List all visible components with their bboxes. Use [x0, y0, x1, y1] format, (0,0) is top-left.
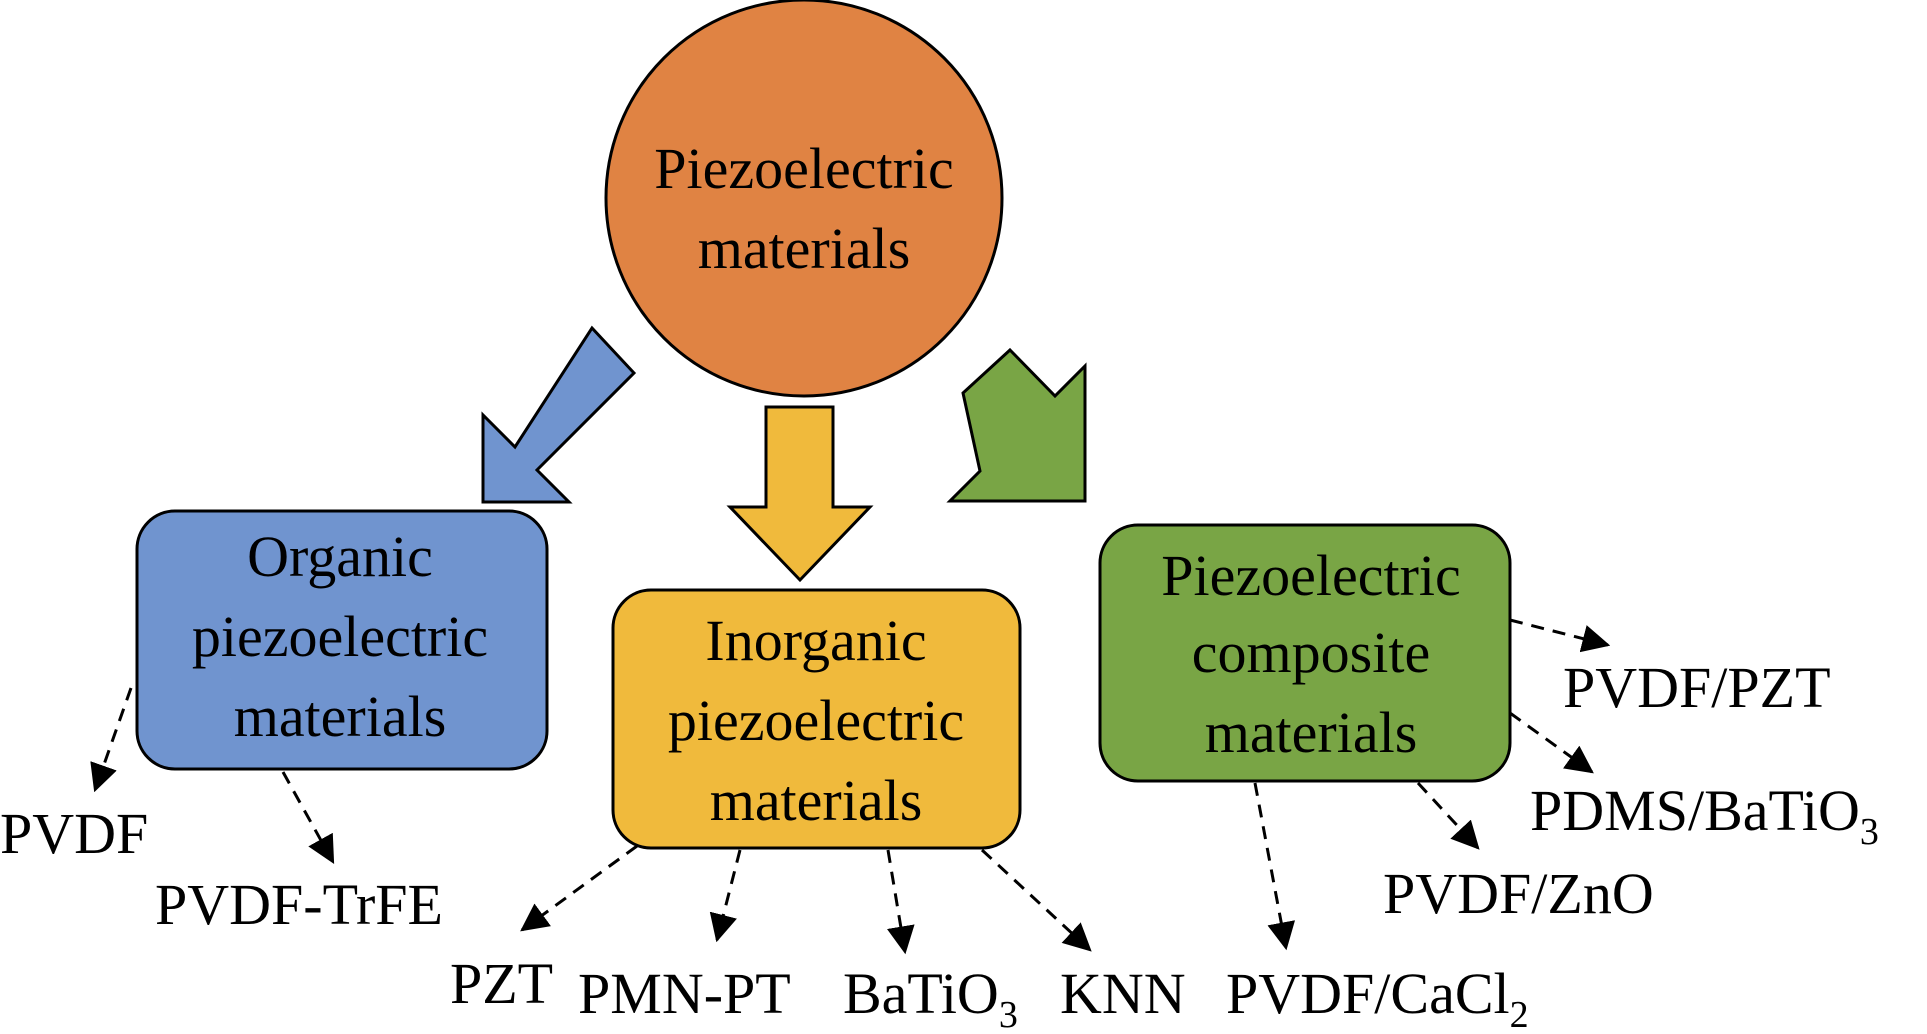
leaf-pvdf-cacl2-base: PVDF/CaCl [1226, 961, 1510, 1026]
connector-composite-pdmsbatio3 [1509, 711, 1594, 774]
leaf-knn: KNN [1060, 961, 1186, 1026]
connector-inorganic-batio3 [886, 849, 915, 955]
leaf-pvdf-pzt: PVDF/PZT [1563, 655, 1831, 720]
organic-box [135, 509, 549, 771]
connector-composite-pvdfcacl2 [1253, 782, 1296, 951]
leaf-pvdf-cacl2: PVDF/CaCl2 [1226, 961, 1529, 1034]
root-label-line2: materials [698, 216, 911, 281]
leaf-pdms-batio3: PDMS/BaTiO3 [1530, 778, 1879, 853]
connector-organic-pvdftrfe [281, 771, 335, 865]
composite-box [1098, 523, 1512, 783]
organic-label-line1: Organic [247, 524, 433, 589]
inorganic-label-line3: materials [710, 768, 923, 833]
organic-label-line3: materials [234, 684, 447, 749]
leaf-pvdf-zno: PVDF/ZnO [1383, 861, 1654, 926]
connector-composite-pvdfpzt [1509, 618, 1611, 653]
root-node: Piezoelectric materials [604, 0, 1004, 398]
root-label-line1: Piezoelectric [654, 136, 954, 201]
inorganic-box [611, 588, 1022, 850]
connector-inorganic-knn [980, 848, 1092, 952]
leaf-pvdf-trfe: PVDF-TrFE [155, 872, 443, 937]
root-circle [604, 0, 1004, 398]
connector-inorganic-pmnpt [709, 849, 742, 943]
organic-node: Organic piezoelectric materials [135, 509, 549, 771]
composite-label-line1: Piezoelectric [1161, 543, 1461, 608]
connector-inorganic-pzt [520, 844, 638, 932]
leaf-batio3-base: BaTiO [843, 961, 999, 1026]
leaf-pzt: PZT [450, 951, 553, 1016]
composite-label-line3: materials [1205, 700, 1418, 765]
dashed-connectors [90, 618, 1611, 955]
inorganic-node: Inorganic piezoelectric materials [611, 588, 1022, 850]
inorganic-label-line1: Inorganic [705, 608, 926, 673]
leaf-batio3-sub: 3 [999, 994, 1018, 1034]
leaf-pdms-batio3-base: PDMS/BaTiO [1530, 778, 1860, 843]
organic-label-line2: piezoelectric [192, 604, 488, 669]
connector-composite-pvdfzno [1416, 781, 1480, 850]
blue-block-arrow [481, 325, 637, 504]
composite-node: Piezoelectric composite materials [1098, 523, 1512, 783]
leaf-pvdf-cacl2-sub: 2 [1510, 994, 1529, 1034]
yellow-block-arrow [726, 405, 874, 583]
leaf-pvdf: PVDF [0, 801, 148, 866]
leaf-batio3: BaTiO3 [843, 961, 1018, 1034]
connector-organic-pvdf [90, 687, 133, 793]
leaf-pmn-pt: PMN-PT [578, 961, 791, 1026]
leaf-pdms-batio3-sub: 3 [1860, 811, 1879, 853]
inorganic-label-line2: piezoelectric [668, 688, 964, 753]
composite-label-line2: composite [1192, 620, 1430, 685]
green-block-arrow [946, 347, 1087, 503]
